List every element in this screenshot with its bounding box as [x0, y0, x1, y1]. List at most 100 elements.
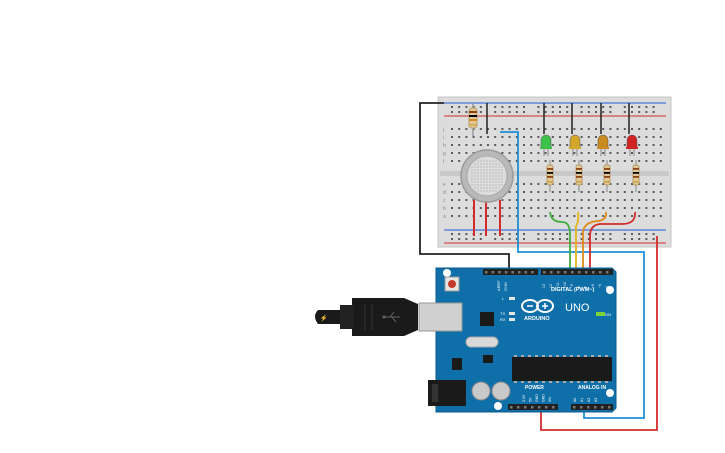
strip-hole[interactable]	[559, 191, 561, 193]
rail-hole[interactable]	[652, 106, 655, 108]
strip-hole[interactable]	[638, 152, 641, 154]
strip-hole[interactable]	[508, 128, 511, 130]
strip-hole[interactable]	[659, 191, 662, 193]
strip-hole[interactable]	[623, 152, 626, 154]
strip-hole[interactable]	[602, 215, 605, 217]
strip-hole[interactable]	[659, 136, 662, 138]
strip-hole[interactable]	[494, 207, 497, 209]
strip-hole[interactable]	[458, 136, 461, 138]
rail-hole[interactable]	[523, 106, 525, 108]
led-red[interactable]	[626, 134, 638, 156]
strip-hole[interactable]	[595, 160, 597, 162]
strip-hole[interactable]	[544, 215, 547, 217]
rail-hole[interactable]	[508, 106, 511, 108]
strip-hole[interactable]	[508, 199, 511, 201]
rail-hole[interactable]	[515, 106, 518, 108]
strip-hole[interactable]	[602, 199, 605, 201]
strip-hole[interactable]	[537, 160, 540, 162]
strip-hole[interactable]	[609, 215, 612, 217]
strip-hole[interactable]	[580, 199, 583, 201]
rail-hole[interactable]	[544, 233, 547, 235]
strip-hole[interactable]	[602, 207, 605, 209]
rail-hole[interactable]	[551, 233, 554, 235]
strip-hole[interactable]	[515, 136, 518, 138]
strip-hole[interactable]	[652, 191, 655, 193]
strip-hole[interactable]	[595, 128, 597, 130]
strip-hole[interactable]	[515, 191, 518, 193]
strip-hole[interactable]	[451, 199, 453, 201]
rail-hole[interactable]	[501, 238, 504, 240]
strip-hole[interactable]	[508, 136, 511, 138]
rail-hole[interactable]	[602, 238, 605, 240]
strip-hole[interactable]	[523, 183, 525, 185]
rail-hole[interactable]	[602, 233, 605, 235]
rail-hole[interactable]	[544, 238, 547, 240]
strip-hole[interactable]	[587, 136, 590, 138]
rail-hole[interactable]	[451, 233, 453, 235]
rail-hole[interactable]	[595, 233, 597, 235]
strip-hole[interactable]	[631, 191, 633, 193]
strip-hole[interactable]	[659, 207, 662, 209]
strip-hole[interactable]	[616, 199, 619, 201]
rail-hole[interactable]	[566, 233, 569, 235]
wire-red-5v[interactable]	[540, 236, 658, 431]
strip-hole[interactable]	[580, 152, 583, 154]
strip-hole[interactable]	[537, 152, 540, 154]
strip-hole[interactable]	[659, 152, 662, 154]
strip-hole[interactable]	[652, 160, 655, 162]
strip-hole[interactable]	[580, 128, 583, 130]
strip-hole[interactable]	[573, 215, 576, 217]
strip-hole[interactable]	[472, 136, 475, 138]
rail-hole[interactable]	[638, 106, 641, 108]
strip-hole[interactable]	[508, 191, 511, 193]
rail-hole[interactable]	[494, 106, 497, 108]
usb-cable[interactable]: ⚡	[315, 298, 463, 336]
strip-hole[interactable]	[609, 152, 612, 154]
rail-hole[interactable]	[587, 106, 590, 108]
strip-hole[interactable]	[530, 136, 533, 138]
rail-hole[interactable]	[494, 233, 497, 235]
strip-hole[interactable]	[559, 199, 561, 201]
rail-hole[interactable]	[515, 233, 518, 235]
strip-hole[interactable]	[573, 191, 576, 193]
rail-hole[interactable]	[501, 233, 504, 235]
strip-hole[interactable]	[451, 144, 453, 146]
rail-hole[interactable]	[631, 111, 633, 113]
strip-hole[interactable]	[537, 207, 540, 209]
led-green[interactable]	[540, 134, 552, 156]
strip-hole[interactable]	[602, 183, 605, 185]
strip-hole[interactable]	[508, 160, 511, 162]
rail-hole[interactable]	[515, 111, 518, 113]
rail-hole[interactable]	[595, 238, 597, 240]
strip-hole[interactable]	[458, 215, 461, 217]
strip-hole[interactable]	[616, 128, 619, 130]
rail-hole[interactable]	[479, 111, 482, 113]
strip-hole[interactable]	[645, 183, 648, 185]
strip-hole[interactable]	[537, 199, 540, 201]
strip-hole[interactable]	[559, 215, 561, 217]
bottom-power-rail[interactable]	[451, 233, 655, 240]
rail-hole[interactable]	[559, 106, 561, 108]
strip-hole[interactable]	[595, 215, 597, 217]
strip-hole[interactable]	[631, 199, 633, 201]
strip-hole[interactable]	[465, 152, 468, 154]
rail-hole[interactable]	[551, 111, 554, 113]
strip-hole[interactable]	[616, 207, 619, 209]
strip-hole[interactable]	[451, 160, 453, 162]
strip-hole[interactable]	[659, 160, 662, 162]
strip-hole[interactable]	[638, 215, 641, 217]
strip-hole[interactable]	[451, 128, 453, 130]
strip-hole[interactable]	[587, 128, 590, 130]
rail-hole[interactable]	[602, 111, 605, 113]
strip-hole[interactable]	[566, 136, 569, 138]
rail-hole[interactable]	[638, 111, 641, 113]
rail-hole[interactable]	[609, 238, 612, 240]
strip-hole[interactable]	[559, 207, 561, 209]
strip-hole[interactable]	[631, 183, 633, 185]
top-power-rail[interactable]	[451, 106, 655, 113]
resistor-led-1[interactable]	[546, 160, 554, 192]
strip-hole[interactable]	[595, 136, 597, 138]
strip-hole[interactable]	[465, 128, 468, 130]
